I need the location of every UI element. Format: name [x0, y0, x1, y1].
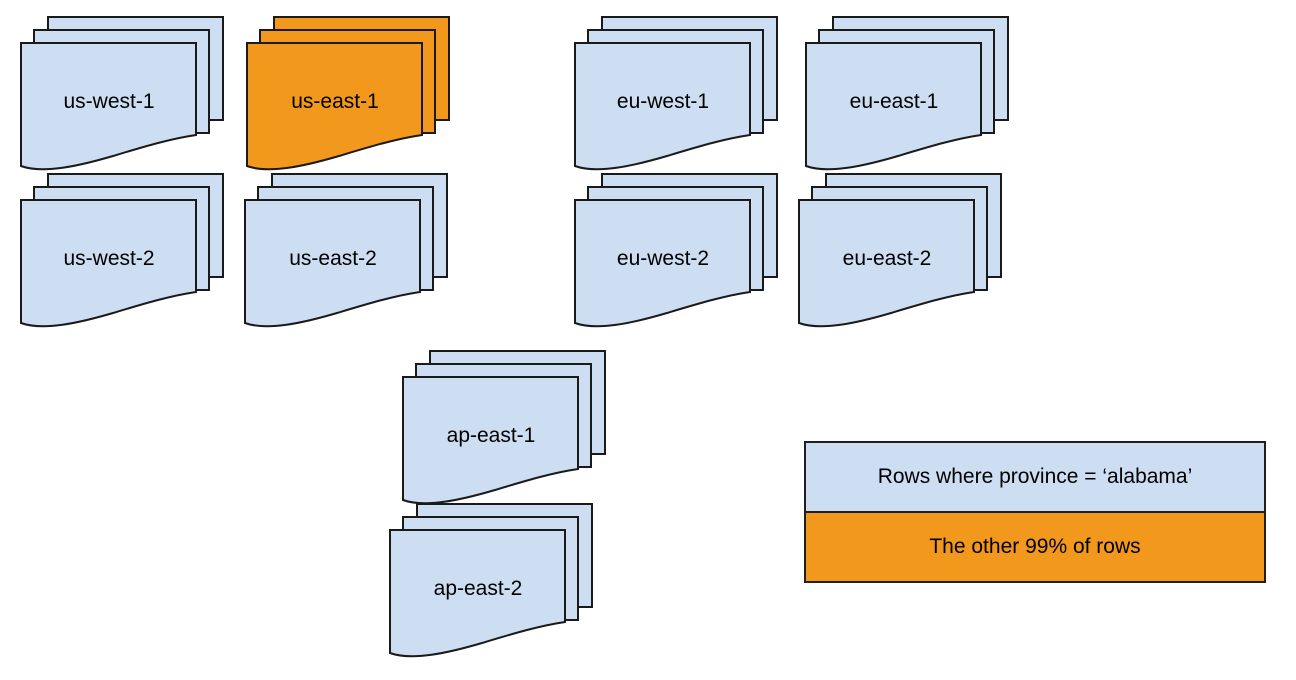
doc-stack-eu-east-2: eu-east-2: [798, 173, 1006, 329]
document-stack-icon: [20, 173, 224, 328]
document-stack-icon: [798, 173, 1002, 328]
doc-stack-ap-east-2: ap-east-2: [389, 503, 597, 659]
document-stack-icon: [574, 16, 778, 171]
legend-item-label: The other 99% of rows: [929, 535, 1141, 558]
doc-stack-eu-east-1: eu-east-1: [805, 16, 1013, 172]
document-stack-icon: [402, 350, 606, 505]
doc-stack-us-west-1: us-west-1: [20, 16, 228, 172]
document-stack-icon: [574, 173, 778, 328]
doc-stack-us-east-2: us-east-2: [244, 173, 452, 329]
legend: Rows where province = ‘alabama’ The othe…: [804, 441, 1266, 583]
document-stack-icon: [389, 503, 593, 658]
document-stack-icon: [20, 16, 224, 171]
document-stack-icon: [246, 16, 450, 171]
doc-stack-us-east-1: us-east-1: [246, 16, 454, 172]
legend-item-other-rows: The other 99% of rows: [806, 513, 1264, 581]
doc-stack-eu-west-1: eu-west-1: [574, 16, 782, 172]
legend-item-alabama-rows: Rows where province = ‘alabama’: [806, 443, 1264, 513]
legend-item-label: Rows where province = ‘alabama’: [877, 465, 1193, 488]
doc-stack-eu-west-2: eu-west-2: [574, 173, 782, 329]
document-stack-icon: [805, 16, 1009, 171]
doc-stack-us-west-2: us-west-2: [20, 173, 228, 329]
document-stack-icon: [244, 173, 448, 328]
doc-stack-ap-east-1: ap-east-1: [402, 350, 610, 506]
